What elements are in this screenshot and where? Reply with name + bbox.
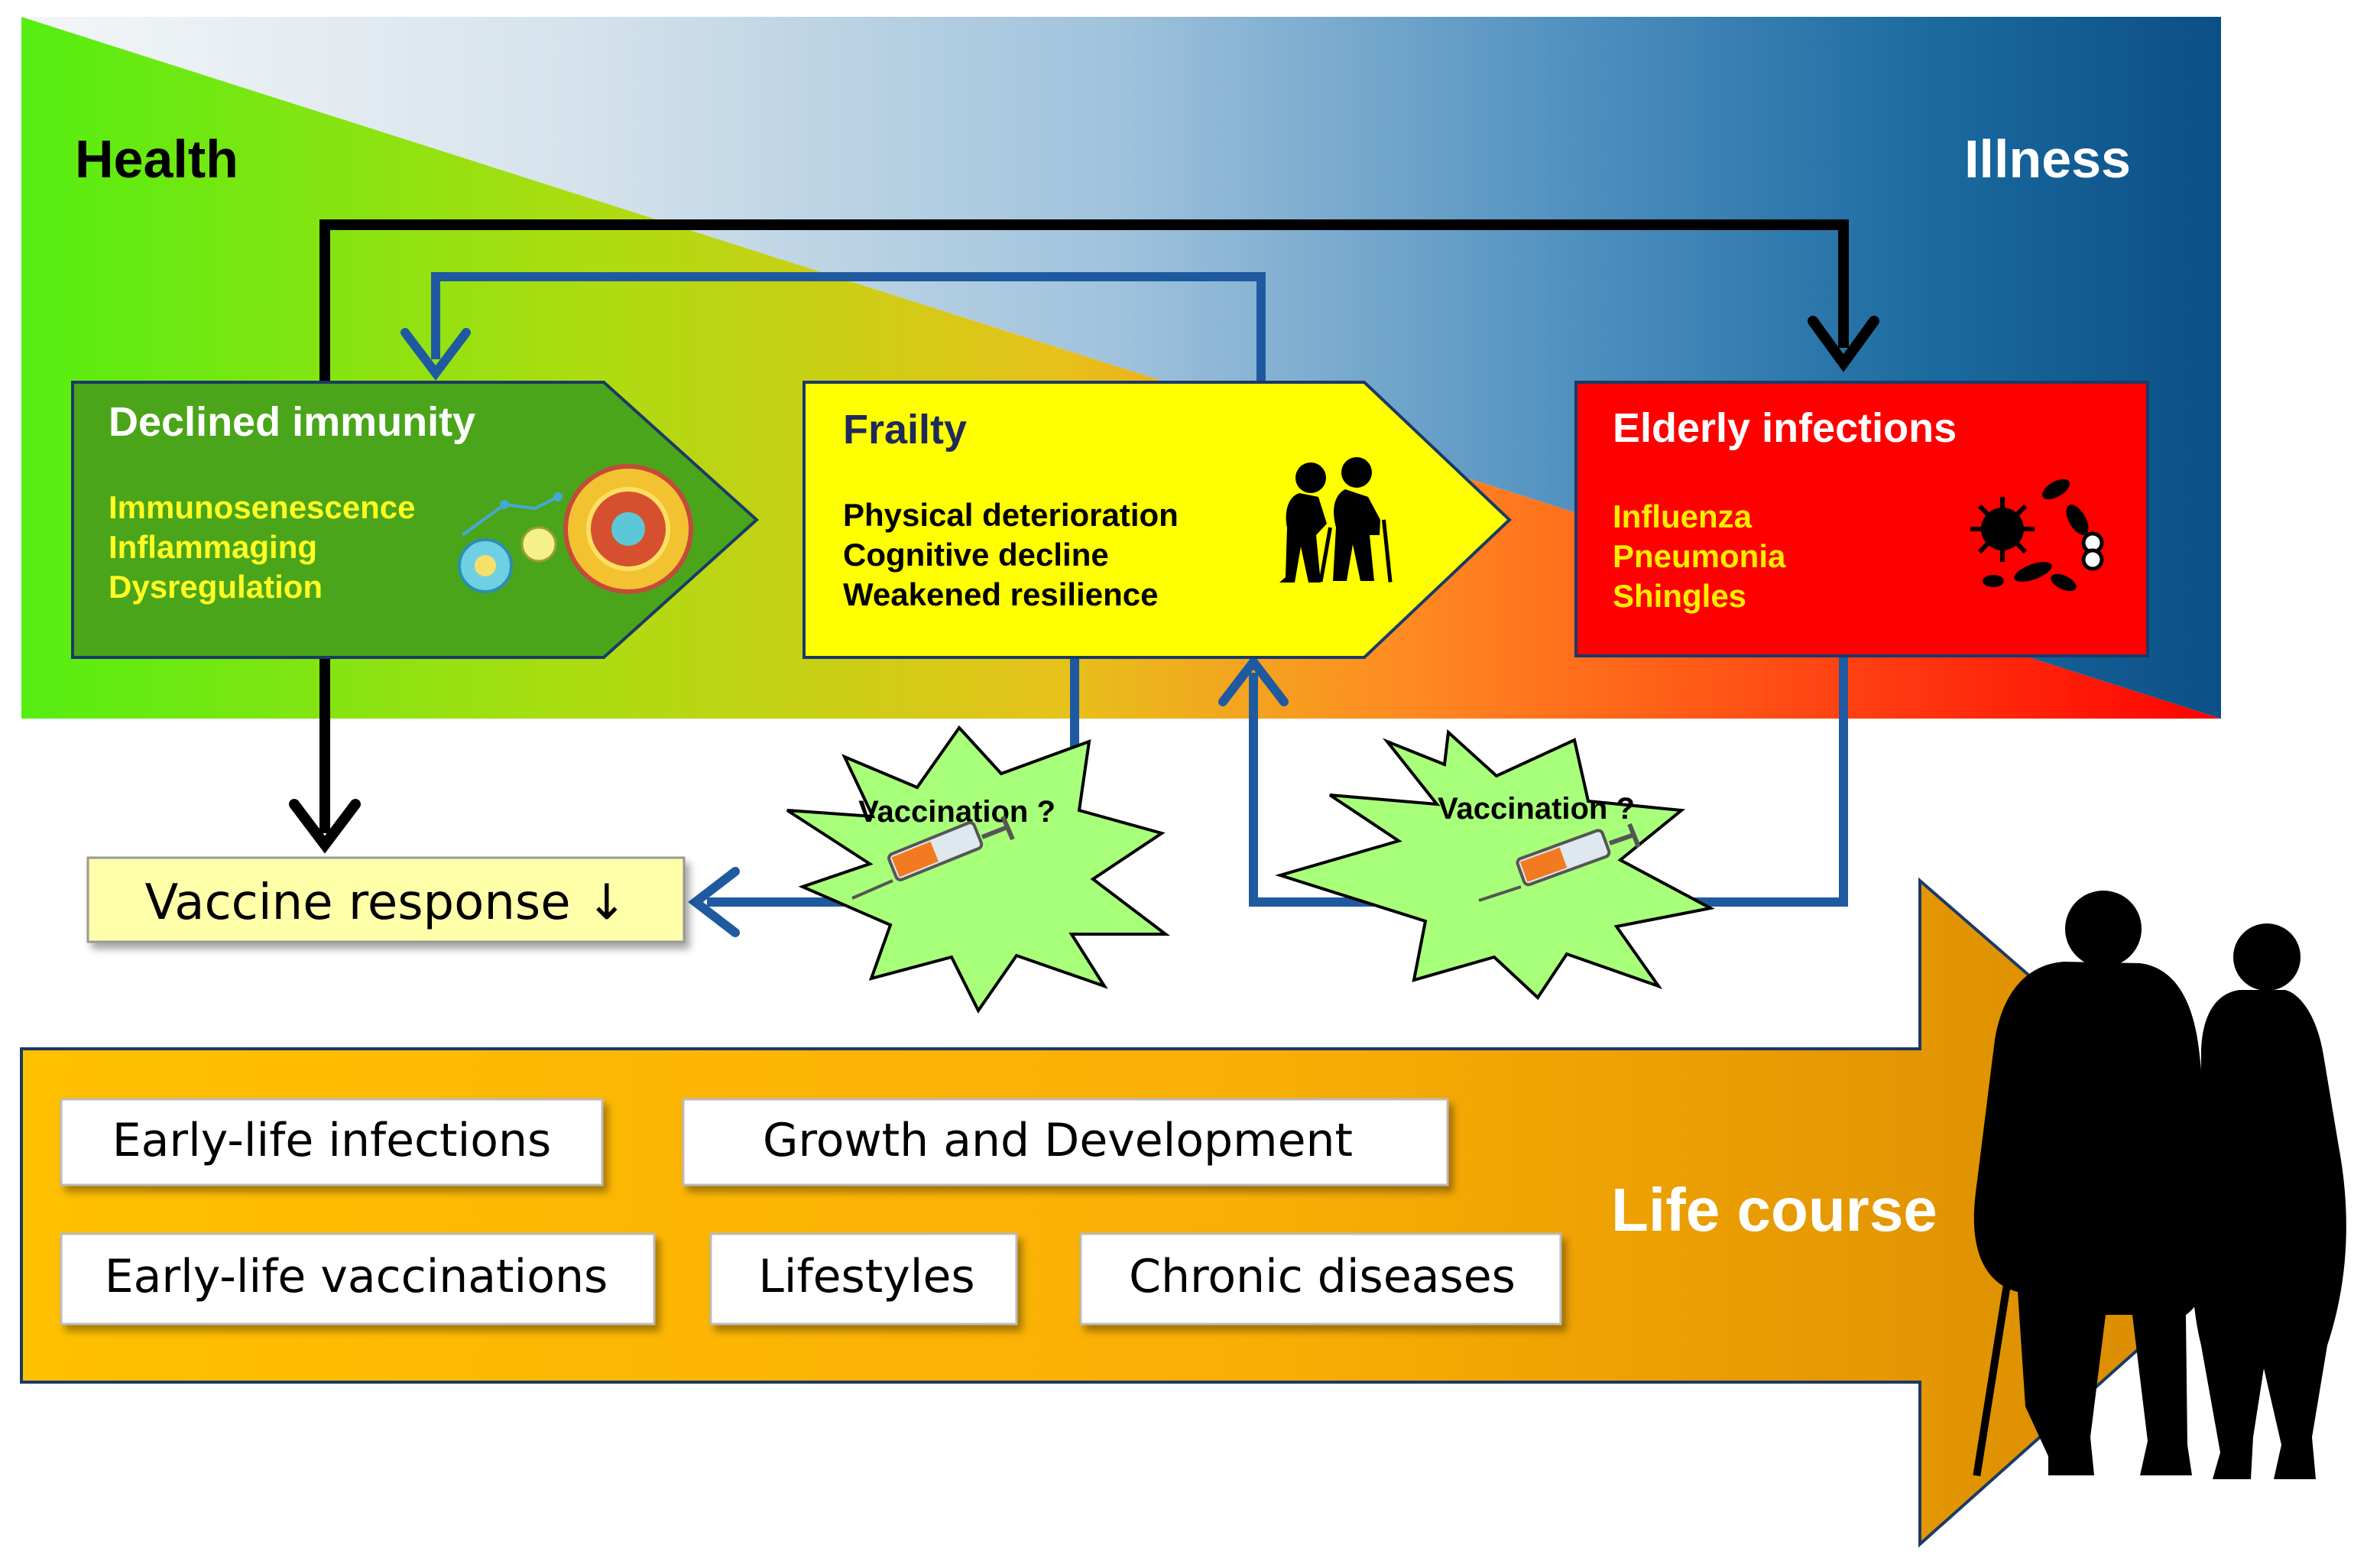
arrow-immunity-to-vaccine-response	[289, 650, 361, 854]
svg-text:Vaccination ?: Vaccination ?	[1438, 792, 1635, 826]
elderly-silhouette-icon	[1973, 891, 2346, 1479]
factor-lifestyles: Lifestyles	[709, 1232, 1018, 1326]
svg-text:Chronic diseases: Chronic diseases	[1129, 1250, 1516, 1303]
vaccination-burst-2: Vaccination ?	[1275, 729, 1715, 1001]
svg-text:Pneumonia: Pneumonia	[1613, 538, 1786, 574]
elderly-couple-icon	[1279, 457, 1393, 583]
syringe-icon	[1478, 823, 1641, 902]
frailty-title: Frailty	[843, 407, 967, 453]
factor-chronic-diseases: Chronic diseases	[1079, 1232, 1562, 1326]
illness-label: Illness	[1964, 129, 2131, 189]
factor-early-life-vaccinations: Early-life vaccinations	[60, 1232, 656, 1326]
declined-immunity-title: Declined immunity	[109, 399, 475, 445]
syringe-icon	[851, 815, 1015, 900]
svg-text:Early-life vaccinations: Early-life vaccinations	[105, 1250, 608, 1303]
pathogens-icon	[1970, 479, 2104, 592]
vaccination-burst-1: Vaccination ?	[786, 725, 1170, 1014]
life-course-arrow	[20, 877, 2300, 1548]
vaccine-response-box: Vaccine response ↓	[86, 856, 686, 943]
immune-cells-icon	[458, 464, 693, 594]
box-frailty: Frailty Physical deterioration Cognitive…	[803, 381, 1512, 659]
svg-text:Immunosenescence: Immunosenescence	[109, 489, 416, 525]
svg-text:Inflammaging: Inflammaging	[109, 529, 317, 565]
box-declined-immunity: Declined immunity Immunosenescence Infla…	[71, 381, 759, 659]
arrow-immunity-to-infections	[319, 219, 1879, 382]
factor-early-life-infections: Early-life infections	[60, 1098, 604, 1186]
svg-text:Cognitive decline: Cognitive decline	[843, 537, 1109, 573]
arrow-frailty-to-immunity	[400, 272, 1266, 382]
svg-text:Early-life infections: Early-life infections	[112, 1114, 551, 1167]
factor-growth-and-development: Growth and Development	[682, 1098, 1449, 1186]
box-elderly-infections: Elderly infections Influenza Pneumonia S…	[1574, 381, 2149, 657]
elderly-infections-title: Elderly infections	[1613, 405, 1957, 451]
svg-text:Influenza: Influenza	[1613, 498, 1753, 534]
life-course-label: Life course	[1611, 1176, 1937, 1244]
svg-text:Physical deterioration: Physical deterioration	[843, 497, 1179, 533]
svg-text:Dysregulation: Dysregulation	[109, 569, 323, 605]
svg-text:Lifestyles: Lifestyles	[758, 1250, 974, 1303]
health-label: Health	[75, 129, 238, 189]
svg-text:Growth and Development: Growth and Development	[763, 1114, 1353, 1167]
vaccine-response-label: Vaccine response ↓	[144, 875, 627, 931]
svg-text:Vaccination ?: Vaccination ?	[858, 795, 1055, 829]
svg-text:Shingles: Shingles	[1613, 578, 1746, 614]
svg-text:Weakened resilience: Weakened resilience	[843, 576, 1158, 612]
